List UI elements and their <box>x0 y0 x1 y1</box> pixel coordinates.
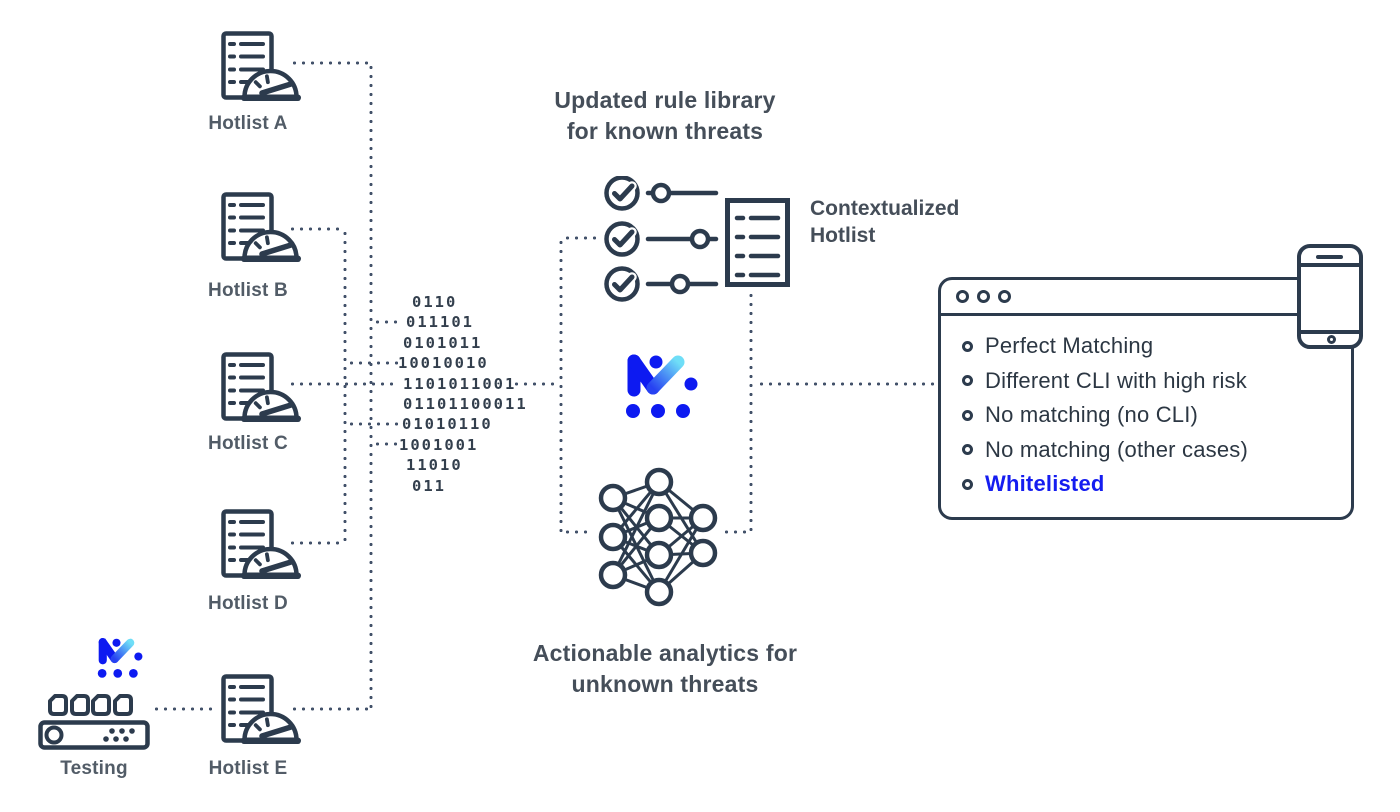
list-item: Perfect Matching <box>941 329 1351 364</box>
connector-hotlist-e <box>290 707 369 711</box>
binary-line: 011 <box>412 476 446 495</box>
hotlist-c-document-gauge-icon <box>221 352 303 426</box>
window-titlebar <box>941 280 1351 316</box>
testing-m-logo <box>97 638 143 678</box>
hotlist-e-document-gauge-icon <box>221 674 303 748</box>
contextualized-line1: Contextualized <box>810 197 960 220</box>
connector-testing <box>152 707 213 711</box>
list-item-label: No matching (other cases) <box>985 436 1248 462</box>
contextualized-line2: Hotlist <box>810 224 876 247</box>
hotlist-e-label: Hotlist E <box>208 758 288 779</box>
connector-hotlist-b <box>288 227 343 231</box>
connector-hotlist-a <box>290 61 371 65</box>
window-control-icon <box>977 290 990 303</box>
list-item-label: Whitelisted <box>985 471 1105 497</box>
neural-network-icon <box>598 467 718 607</box>
bullet-icon <box>962 340 973 352</box>
testing-device-icon <box>38 720 150 750</box>
phone-screen-top-divider <box>1301 263 1359 267</box>
connector-spine-left <box>559 238 563 532</box>
bullet-icon <box>962 478 973 490</box>
connector-binary-out <box>512 382 559 386</box>
list-item-label: Different CLI with high risk <box>985 367 1247 393</box>
contextualized-hotlist-label: Contextualized Hotlist <box>810 195 959 249</box>
binary-line: 10010010 <box>398 354 489 373</box>
connector-binary-in-1 <box>373 320 398 324</box>
connector-bus-inner <box>343 229 347 543</box>
list-item: No matching (other cases) <box>941 433 1351 468</box>
binary-line: 11010 <box>406 456 463 475</box>
list-item-label: Perfect Matching <box>985 333 1154 359</box>
binary-line: 0110 <box>412 293 458 311</box>
connector-to-card <box>757 382 934 386</box>
binary-line: 011101 <box>406 313 474 332</box>
hotlist-a-document-gauge-icon <box>221 31 303 105</box>
binary-line: 1001001 <box>399 435 479 454</box>
hotlist-d-document-gauge-icon <box>221 509 303 583</box>
hotlist-b-label: Hotlist B <box>208 280 288 301</box>
list-item-whitelisted: Whitelisted <box>941 467 1351 502</box>
connector-to-rules <box>563 236 597 240</box>
testing-label: Testing <box>60 758 128 779</box>
match-result-list: Perfect Matching Different CLI with high… <box>941 329 1351 502</box>
hotlist-d-label: Hotlist D <box>208 593 288 614</box>
connector-binary-in-2 <box>347 361 398 365</box>
list-item-label: No matching (no CLI) <box>985 402 1199 428</box>
sim-cards-icon <box>48 694 133 716</box>
connector-spine-right <box>749 291 753 532</box>
contextualized-hotlist-document-icon <box>725 198 790 287</box>
list-item: No matching (no CLI) <box>941 398 1351 433</box>
analytics-heading-line2: unknown threats <box>571 671 759 697</box>
bullet-icon <box>962 375 973 387</box>
analytics-heading-line1: Actionable analytics for <box>532 640 798 666</box>
binary-line: 1101011001 <box>403 374 517 393</box>
rule-library-heading-line2: for known threats <box>566 118 764 144</box>
window-control-icon <box>956 290 969 303</box>
binary-line: 01101100011 <box>403 395 528 414</box>
phone-home-button <box>1327 335 1336 344</box>
hotlist-a-label: Hotlist A <box>208 113 288 134</box>
connector-to-neural-right <box>722 530 749 534</box>
binary-line: 0101011 <box>403 333 483 352</box>
bullet-icon <box>962 444 973 456</box>
connector-binary-in-4 <box>373 442 398 446</box>
connector-to-neural-left <box>563 530 592 534</box>
rule-library-heading-line1: Updated rule library <box>554 87 776 113</box>
binary-stream: 0110 011101 0101011 10010010 1101011001 … <box>398 292 528 496</box>
window-control-icon <box>998 290 1011 303</box>
phone-screen-bottom-divider <box>1301 330 1359 334</box>
analytics-heading: Actionable analytics for unknown threats <box>505 638 825 700</box>
rule-library-heading: Updated rule library for known threats <box>515 85 815 147</box>
bullet-icon <box>962 409 973 421</box>
connector-bus-outer <box>369 63 373 709</box>
checklist-sliders-icon <box>604 176 719 302</box>
results-window: Perfect Matching Different CLI with high… <box>938 277 1354 520</box>
list-item: Different CLI with high risk <box>941 364 1351 399</box>
binary-line: 01010110 <box>402 415 493 434</box>
connector-binary-in-3 <box>347 422 398 426</box>
hotlist-c-label: Hotlist C <box>208 433 288 454</box>
phone-speaker <box>1316 255 1343 259</box>
connector-hotlist-d <box>288 541 343 545</box>
m-check-logo <box>626 354 698 418</box>
smartphone-icon <box>1297 244 1363 349</box>
